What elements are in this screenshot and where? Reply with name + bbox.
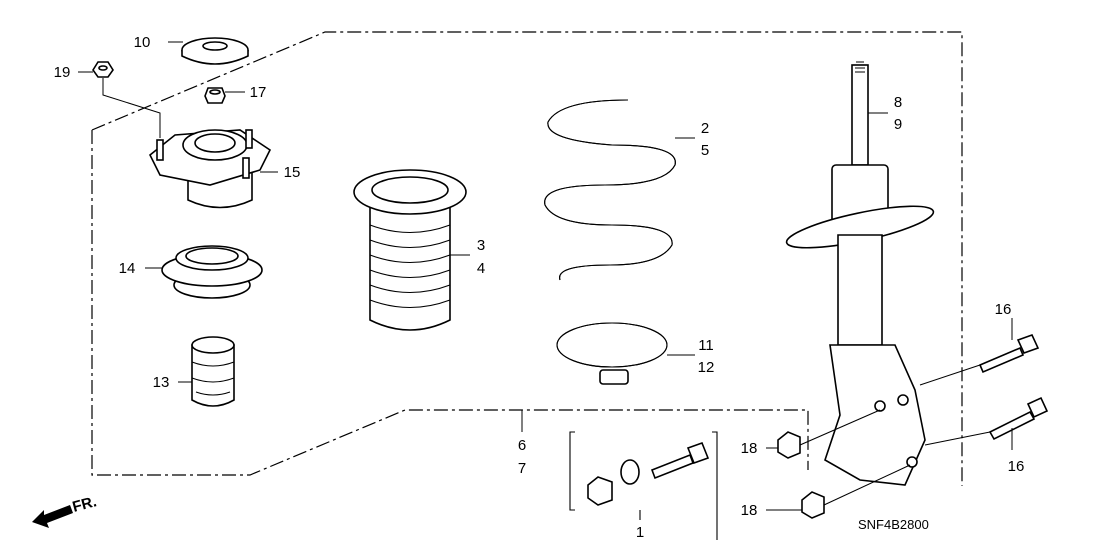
callout-17[interactable]: 17 xyxy=(250,84,267,101)
callout-13[interactable]: 13 xyxy=(153,374,170,391)
callout-5[interactable]: 5 xyxy=(701,142,709,159)
callout-8[interactable]: 8 xyxy=(894,94,902,111)
diagram-code: SNF4B2800 xyxy=(858,517,929,532)
callout-11[interactable]: 11 xyxy=(698,337,714,354)
front-direction-label: FR. xyxy=(71,493,99,516)
part-14-bearing[interactable] xyxy=(161,245,263,299)
callout-12[interactable]: 12 xyxy=(698,359,715,376)
callout-4[interactable]: 4 xyxy=(477,260,485,277)
part-10-mount-cap[interactable] xyxy=(181,37,249,65)
part-15-upper-mount[interactable] xyxy=(148,129,272,209)
kit-bracket xyxy=(569,431,718,540)
callout-16-upper[interactable]: 16 xyxy=(995,301,1012,318)
callout-10[interactable]: 10 xyxy=(134,34,151,51)
part-16-bolt-lower[interactable] xyxy=(988,396,1049,441)
callout-2[interactable]: 2 xyxy=(701,120,709,137)
part-19-flange-nut[interactable] xyxy=(92,61,114,78)
part-2-5-coil-spring[interactable] xyxy=(544,99,676,281)
front-direction-arrow-icon xyxy=(32,505,73,528)
part-11-12-spring-seat[interactable] xyxy=(556,322,668,385)
callout-7[interactable]: 7 xyxy=(518,460,526,477)
callout-15[interactable]: 15 xyxy=(284,164,301,181)
callout-6[interactable]: 6 xyxy=(518,437,526,454)
callout-14[interactable]: 14 xyxy=(119,260,136,277)
callout-3[interactable]: 3 xyxy=(477,237,485,254)
part-18-nut-lower[interactable] xyxy=(801,491,825,519)
callout-16-lower[interactable]: 16 xyxy=(1008,458,1025,475)
leader-lines xyxy=(78,41,1013,511)
callout-18-upper[interactable]: 18 xyxy=(741,440,758,457)
part-3-4-dust-boot[interactable] xyxy=(353,169,467,331)
part-1-bolt-kit[interactable] xyxy=(587,441,710,506)
assembly-boundary xyxy=(91,31,963,486)
part-18-nut-upper[interactable] xyxy=(777,431,801,459)
callout-19[interactable]: 19 xyxy=(54,64,71,81)
part-13-bump-stop[interactable] xyxy=(191,336,235,407)
callout-1[interactable]: 1 xyxy=(636,524,644,541)
callout-9[interactable]: 9 xyxy=(894,116,902,133)
callout-18-lower[interactable]: 18 xyxy=(741,502,758,519)
part-17-flange-nut[interactable] xyxy=(204,87,226,104)
part-8-9-strut[interactable] xyxy=(784,61,937,486)
part-16-bolt-upper[interactable] xyxy=(978,334,1040,374)
